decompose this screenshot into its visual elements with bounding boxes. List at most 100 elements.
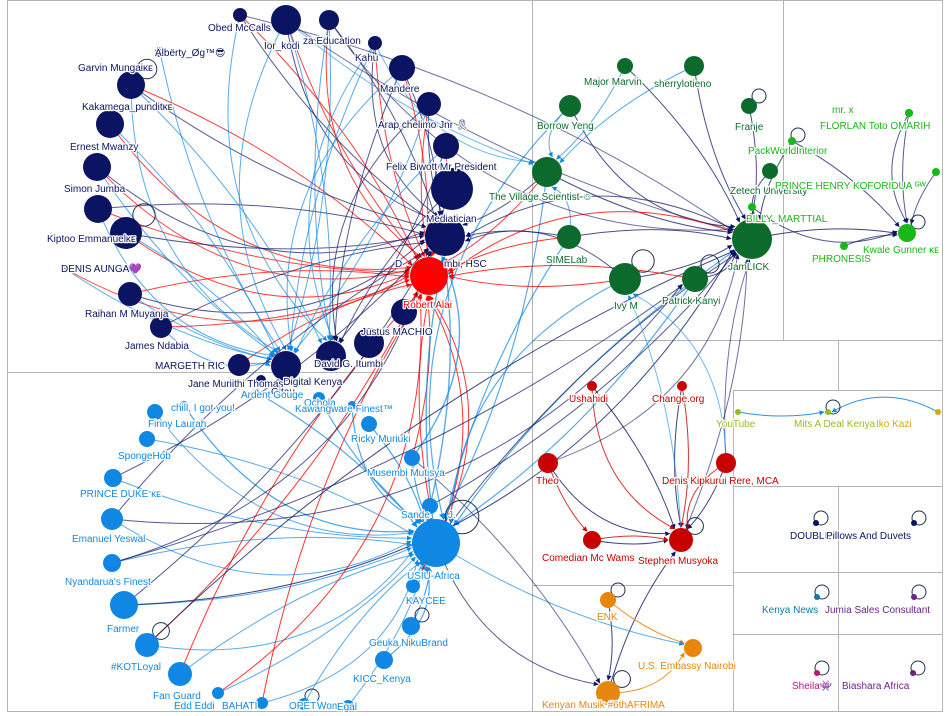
node-raihan[interactable] [118,282,142,306]
node-franje[interactable] [741,98,757,114]
outer-border [7,0,943,712]
node-gitau[interactable] [256,375,266,385]
node-ricky[interactable] [361,416,377,432]
node-spongehob[interactable] [139,431,155,447]
edge-kenyaedu-to-david [314,19,333,341]
node-chill[interactable] [180,401,188,409]
node-felix[interactable] [433,133,459,159]
node-label-doublej: DOUBLE J [790,531,839,542]
node-kenyanews[interactable] [814,594,820,600]
self-loop-kenyanews [814,584,830,600]
node-kaycee[interactable] [406,579,420,593]
node-obed[interactable] [233,8,247,22]
node-usembassy[interactable] [684,639,702,657]
node-jane[interactable] [354,328,384,358]
node-garvin[interactable] [117,71,145,99]
node-kotloyal[interactable] [135,633,159,657]
node-robert[interactable] [410,257,448,295]
node-major[interactable] [617,58,633,74]
node-label-simelab: SIMELab [546,255,588,266]
node-itumbihsc[interactable] [425,216,465,256]
node-bahati[interactable] [256,697,268,709]
node-ior[interactable] [271,5,301,35]
node-zetech[interactable] [762,163,778,179]
node-margeth[interactable] [228,354,250,376]
node-kwale[interactable] [898,224,916,242]
node-stephen[interactable] [669,528,693,552]
node-kahu[interactable] [368,36,382,50]
node-david[interactable] [316,341,346,371]
node-farmer[interactable] [110,591,138,619]
node-mandere[interactable] [389,55,415,81]
node-arap[interactable] [417,92,441,116]
node-fanguard[interactable] [168,662,192,686]
node-pillows[interactable] [911,520,917,526]
node-eddeddi[interactable] [212,687,224,699]
node-ikokazi[interactable] [935,409,941,415]
node-mediatician[interactable] [431,168,473,210]
node-doublej[interactable] [813,520,819,526]
node-changeorg[interactable] [677,381,687,391]
node-label-kwale: Kwale Gunner ᴋᴇ [863,245,939,256]
node-kiptoo[interactable] [110,217,142,249]
node-opetu[interactable] [298,698,310,710]
self-loop-biashara [910,660,926,676]
node-patrick[interactable] [682,266,708,292]
node-usiuafrica[interactable] [412,519,460,567]
node-jumia[interactable] [911,594,917,600]
node-billy[interactable] [748,203,756,211]
node-james[interactable] [150,316,172,338]
node-label-franje: Franje [735,122,764,133]
node-ivym[interactable] [609,263,641,295]
node-packworld[interactable] [788,137,796,145]
node-youtube[interactable] [735,409,741,415]
node-geuka[interactable] [402,617,420,635]
node-ushahidi[interactable] [587,381,597,391]
edge-bahati-to-robert [261,294,423,704]
node-ardent[interactable] [253,389,259,395]
node-denisk[interactable] [716,453,736,473]
self-loop-kwale [910,214,926,230]
node-finny[interactable] [147,404,163,420]
node-musembi[interactable] [404,450,420,466]
edge-ior-to-jamlick [285,19,734,232]
node-florian[interactable] [905,109,913,117]
node-jamlick[interactable] [732,219,772,259]
edge-arap-to-ictdigital [293,103,430,353]
node-sherry[interactable] [684,56,704,76]
node-biashara[interactable] [910,670,916,676]
node-kakamega[interactable] [96,110,124,138]
edge-egal-to-usiuafrica [347,564,426,707]
edge-raihan-to-itumbihsc [129,239,425,314]
node-kenyanmusik[interactable] [596,681,620,705]
edge-borrow-to-usiuafrica [428,105,571,520]
node-princeduke[interactable] [104,469,122,487]
edge-patrick-to-usiuafrica [453,278,696,526]
node-villagesci[interactable] [532,157,562,187]
node-simon[interactable] [84,195,112,223]
node-borrow[interactable] [559,95,581,117]
node-ernest[interactable] [83,153,111,181]
node-kenyaedu[interactable] [319,10,339,30]
node-kawangware[interactable] [348,401,356,409]
node-nyandarua[interactable] [103,554,121,572]
node-sande[interactable] [422,498,438,514]
node-comedian[interactable] [583,531,601,549]
node-ictdigital[interactable] [271,351,301,381]
node-enk[interactable] [600,592,616,608]
node-justus[interactable] [391,299,417,325]
edge-sherry-to-jamlick [693,65,746,220]
node-mitsadeal[interactable] [825,409,831,415]
edge-jamlick-to-robert [448,211,753,275]
node-ochola[interactable] [313,392,325,404]
node-simelab[interactable] [557,225,581,249]
node-sheila[interactable] [814,670,820,676]
node-label-sherry: sherrylotieno [654,79,712,90]
node-alberty[interactable] [155,47,165,57]
node-theo[interactable] [538,453,558,473]
node-kicc[interactable] [375,651,393,669]
node-prince_henry[interactable] [932,168,940,176]
node-phronesis[interactable] [840,242,848,250]
node-emanuel[interactable] [101,508,123,530]
node-egal[interactable] [342,700,354,712]
